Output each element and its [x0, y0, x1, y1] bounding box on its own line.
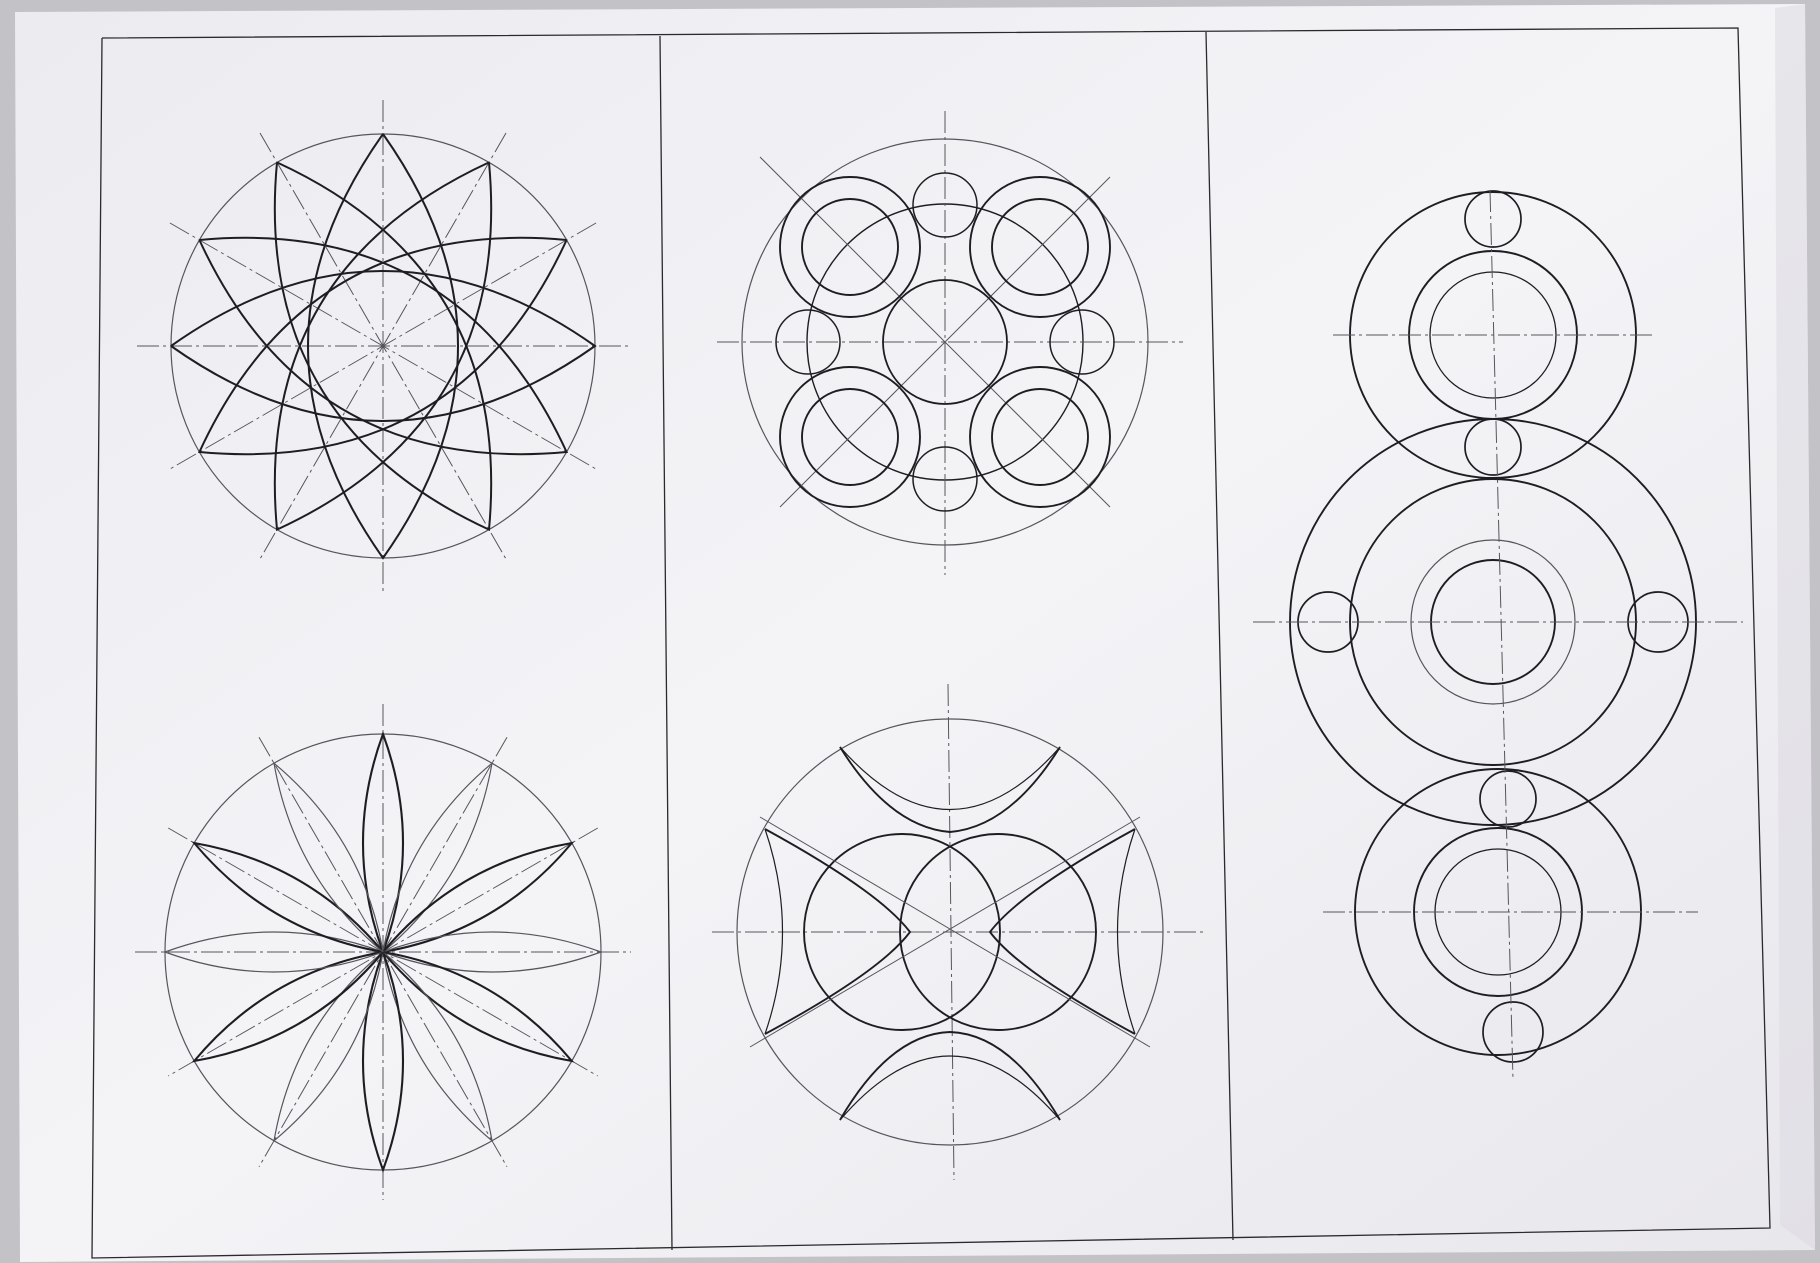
crescent-arc [839, 746, 1061, 833]
ring-inner [801, 388, 899, 486]
interlaced-lens [273, 161, 493, 532]
figure-circle-pattern [717, 111, 1183, 575]
paper-sheet [15, 4, 1815, 1262]
ring-inner [991, 198, 1089, 296]
flower-petal [191, 950, 384, 1063]
top-small-circle [1464, 190, 1522, 248]
small-circle [1049, 309, 1115, 375]
diagonal-line [749, 816, 1141, 1048]
flower-petal [191, 841, 384, 954]
flower-petal [273, 951, 384, 1143]
ring-outer [779, 366, 921, 508]
diagonal-line [779, 176, 1111, 508]
crescent-arc [839, 1031, 1061, 1121]
vertical-axis [947, 683, 955, 1181]
flower-petal [382, 951, 493, 1143]
flower-petal [273, 761, 384, 953]
side-arc [1116, 828, 1136, 1035]
flower-petal [361, 730, 405, 953]
center-right-circle [899, 833, 1097, 1031]
ring-outer [969, 366, 1111, 508]
small-circle [912, 446, 978, 512]
interlaced-lens [197, 236, 568, 456]
interlaced-lens [273, 161, 493, 532]
flower-petal [382, 931, 603, 973]
vertical-axis [1489, 189, 1514, 1081]
diagonal-line [759, 156, 1111, 508]
construction-line [169, 222, 597, 470]
figure-rosette-interlaced [137, 100, 629, 592]
interlaced-lens [198, 236, 569, 456]
panel-divider-1 [659, 35, 673, 1251]
figure-daisy-flower [135, 704, 631, 1200]
side-arc [988, 828, 1136, 1035]
frame-border [91, 27, 1771, 1259]
crescent-arc [839, 746, 1061, 811]
side-arc [764, 828, 784, 1035]
ring-outer [779, 176, 921, 318]
drawing-frame [91, 27, 1771, 1259]
paper-fold-right [1775, 4, 1815, 1250]
ring-inner [991, 388, 1089, 486]
center-circle [882, 279, 1008, 405]
side-arc [764, 828, 912, 1035]
small-circle [775, 309, 841, 375]
interlaced-lens [307, 133, 459, 560]
bottom-joint-circle [1479, 770, 1537, 828]
diagonal-line [759, 816, 1151, 1048]
flower-petal [382, 841, 575, 954]
flower-petal [382, 950, 575, 1063]
crescent-arc [839, 1055, 1061, 1121]
ring-inner [801, 198, 899, 296]
figure-chain-link [1253, 189, 1743, 1081]
top-ring-inner [1429, 271, 1557, 399]
flower-petal [163, 931, 384, 973]
ring-outer [969, 176, 1111, 318]
center-left-circle [803, 833, 1001, 1031]
interlaced-lens [170, 270, 597, 422]
flower-petal [361, 951, 405, 1174]
flower-petal [382, 761, 493, 953]
small-circle [912, 172, 978, 238]
panel-divider-2 [1205, 31, 1234, 1241]
figure-arc-pattern [712, 683, 1203, 1181]
